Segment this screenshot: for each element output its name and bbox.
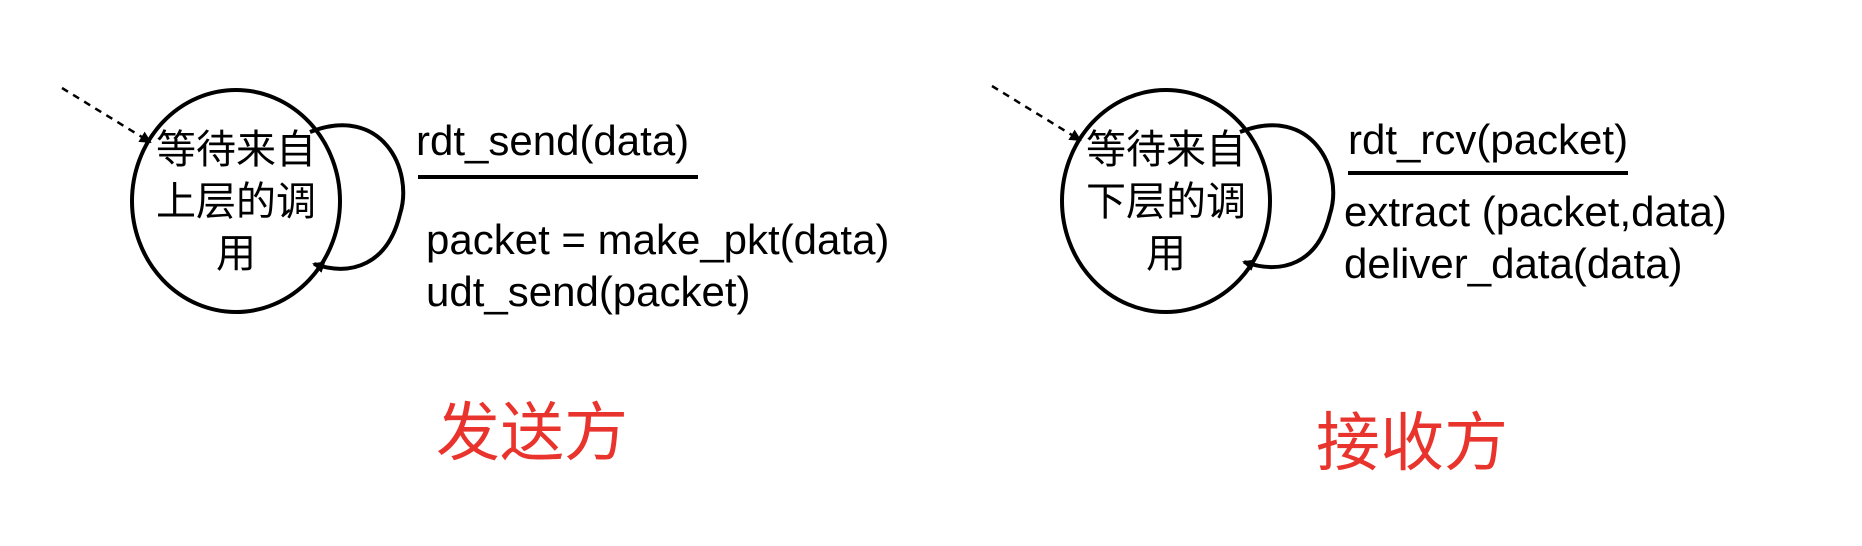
- receiver-fsm: [991, 84, 1628, 314]
- sender-state-line-3: 用: [216, 231, 256, 277]
- receiver-state-line-3: 用: [1146, 231, 1186, 277]
- sender-action-2: udt_send(packet): [426, 268, 751, 315]
- sender-initial-arrow: [61, 86, 152, 144]
- sender-role-label: 发送方: [436, 397, 628, 471]
- receiver-self-loop: [1239, 123, 1336, 271]
- receiver-state-line-2: 下层的调: [1086, 179, 1246, 225]
- receiver-state-line-1: 等待来自: [1086, 127, 1246, 173]
- receiver-role-label: 接收方: [1316, 407, 1508, 481]
- sender-state-line-2: 上层的调: [156, 179, 316, 225]
- sender-state-circle: [130, 88, 342, 314]
- sender-action-1: packet = make_pkt(data): [426, 216, 890, 263]
- sender-fsm: [61, 86, 698, 314]
- receiver-action-1: extract (packet,data): [1344, 188, 1727, 235]
- sender-state-label: 等待来自 上层的调 用: [140, 124, 332, 280]
- sender-state-line-1: 等待来自: [156, 127, 316, 173]
- receiver-state-circle: [1060, 88, 1272, 314]
- receiver-state-label: 等待来自 下层的调 用: [1070, 124, 1262, 280]
- receiver-action-2: deliver_data(data): [1344, 240, 1683, 287]
- sender-self-loop: [309, 123, 406, 273]
- receiver-event: rdt_rcv(packet): [1348, 116, 1629, 163]
- receiver-initial-arrow: [991, 84, 1082, 142]
- sender-event: rdt_send(data): [416, 117, 690, 164]
